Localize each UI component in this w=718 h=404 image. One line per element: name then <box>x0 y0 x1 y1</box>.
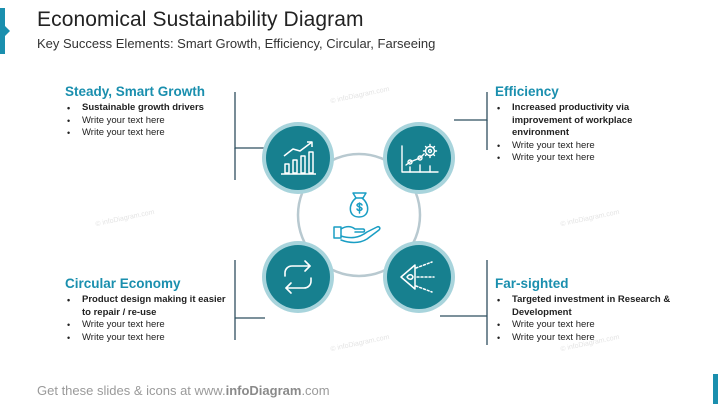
bullet-item: Write your text here <box>497 152 685 165</box>
block-title: Efficiency <box>495 84 559 99</box>
bullet-item: Sustainable growth drivers <box>67 102 255 115</box>
page-title: Economical Sustainability Diagram <box>37 8 364 31</box>
bullet-list: Product design making it easier to repai… <box>65 294 250 344</box>
bullet-item: Write your text here <box>497 332 685 345</box>
footer-prefix: Get these slides & icons at www. <box>37 383 226 398</box>
accent-bar-right <box>713 374 718 404</box>
bullet-item: Write your text here <box>67 115 255 128</box>
block-title: Steady, Smart Growth <box>65 84 206 99</box>
connector-top-right <box>454 92 488 121</box>
circular-arrows-icon <box>284 260 312 294</box>
money-bag-hand-icon <box>333 192 381 244</box>
circle-bottom-left <box>262 241 334 313</box>
footer-suffix: .com <box>301 383 330 398</box>
bullet-item: Write your text here <box>67 332 250 345</box>
page-subtitle: Key Success Elements: Smart Growth, Effi… <box>37 36 436 51</box>
bullet-item: Targeted investment in Research & Develo… <box>497 294 685 319</box>
bullet-item: Write your text here <box>67 319 250 332</box>
bullet-item: Write your text here <box>497 140 685 153</box>
central-ring <box>296 152 422 278</box>
block-title: Far-sighted <box>495 276 569 291</box>
bullet-item: Write your text here <box>67 127 255 140</box>
circle-top-right <box>383 122 455 194</box>
circle-bottom-right <box>383 241 455 313</box>
bullet-item: Product design making it easier to repai… <box>67 294 250 319</box>
eye-vision-icon <box>400 261 435 293</box>
bullet-item: Write your text here <box>497 319 685 332</box>
block-smart-growth: Steady, Smart Growth Sustainable growth … <box>65 84 255 140</box>
bullet-list: Sustainable growth drivers Write your te… <box>65 102 255 140</box>
circle-top-left <box>262 122 334 194</box>
growth-chart-icon <box>281 141 316 175</box>
bullet-list: Increased productivity via improvement o… <box>495 102 685 165</box>
footer-brand: infoDiagram <box>225 383 302 398</box>
chart-gear-icon <box>401 143 439 173</box>
block-circular-economy: Circular Economy Product design making i… <box>65 276 250 344</box>
bullet-item: Increased productivity via improvement o… <box>497 102 685 140</box>
block-far-sighted: Far-sighted Targeted investment in Resea… <box>495 276 685 344</box>
accent-bar-left <box>0 8 10 54</box>
block-efficiency: Efficiency Increased productivity via im… <box>495 84 685 165</box>
bullet-list: Targeted investment in Research & Develo… <box>495 294 685 344</box>
footer-link[interactable]: Get these slides & icons at www.infoDiag… <box>37 383 330 398</box>
block-title: Circular Economy <box>65 276 181 291</box>
